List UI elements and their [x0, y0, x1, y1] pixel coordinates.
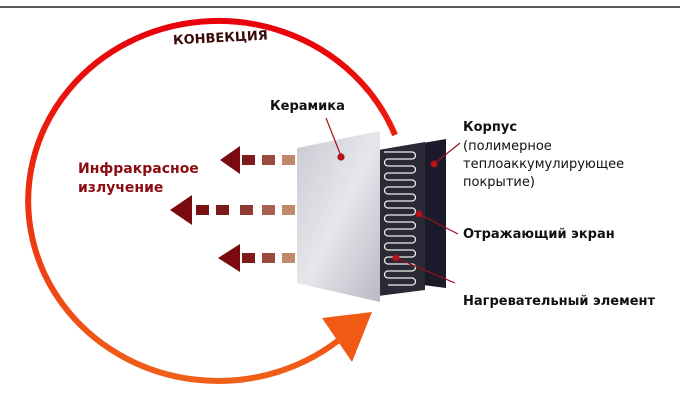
heater-label: Нагревательный элемент	[463, 294, 656, 309]
convection-arc	[25, 17, 398, 384]
callout-lines	[325, 117, 461, 284]
housing-label: Корпус	[463, 120, 518, 135]
ceramic-label: Керамика	[270, 99, 345, 114]
infrared-arrow-icon	[218, 244, 295, 272]
convection-arrowhead-icon	[322, 312, 372, 362]
housing-desc-line1: (полимерное	[463, 139, 552, 154]
ceramic-panel	[297, 131, 380, 302]
infrared-label-line1: Инфракрасное	[78, 161, 199, 177]
infrared-arrow-icon	[170, 195, 295, 225]
infrared-label-line2: излучение	[78, 180, 164, 196]
housing-desc-line3: покрытие)	[463, 175, 535, 190]
housing-desc-line2: теплоаккумулирующее	[463, 157, 625, 172]
infrared-arrow-icon	[220, 146, 295, 174]
infrared-arrows	[170, 146, 295, 272]
heating-element	[383, 151, 417, 286]
reflector-label: Отражающий экран	[463, 227, 615, 242]
housing-panel	[423, 139, 446, 288]
